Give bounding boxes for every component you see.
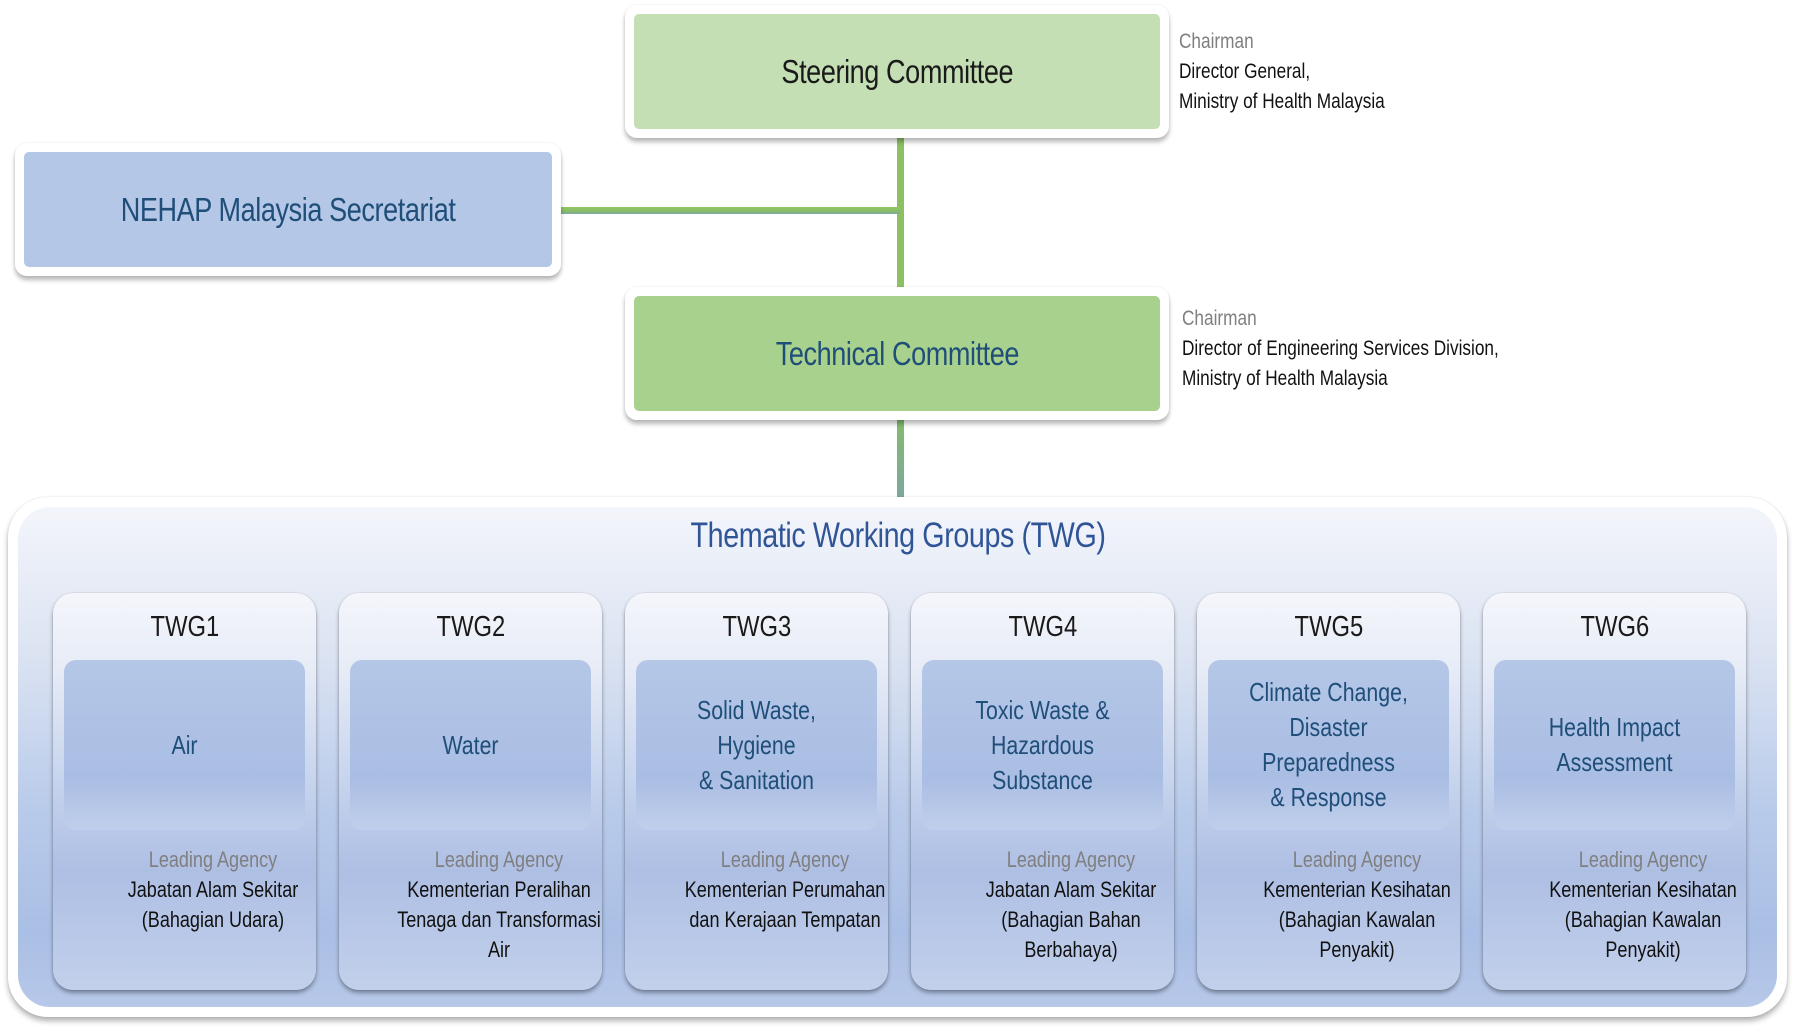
twg-card-title: TWG6: [1483, 611, 1746, 644]
twg-card-title: TWG2: [339, 611, 602, 644]
twg-id: TWG4: [1008, 611, 1077, 643]
twg-theme-box: Health Impact Assessment: [1494, 660, 1735, 830]
agency-name: Kementerian Peralihan Tenaga dan Transfo…: [397, 877, 601, 962]
twg-card-title: TWG3: [625, 611, 888, 644]
agency-label: Leading Agency: [720, 847, 850, 872]
steering-committee-fill: Steering Committee: [634, 14, 1160, 129]
twg-theme-box: Climate Change, Disaster Preparedness & …: [1208, 660, 1449, 830]
steering-chair-info: Chairman Director General, Ministry of H…: [1179, 27, 1385, 117]
agency-label: Leading Agency: [434, 847, 564, 872]
twg-title-text: Thematic Working Groups (TWG): [690, 516, 1106, 555]
twg-card: TWG5 Climate Change, Disaster Preparedne…: [1197, 593, 1460, 990]
connector-steering-to-technical: [897, 138, 904, 287]
secretariat-box: NEHAP Malaysia Secretariat: [15, 143, 561, 276]
agency-name: Jabatan Alam Sekitar (Bahagian Bahan Ber…: [985, 877, 1157, 962]
twg-agency: Leading Agency Kementerian Kesihatan (Ba…: [1197, 845, 1460, 965]
twg-theme: Solid Waste, Hygiene & Sanitation: [697, 694, 816, 795]
twg-id: TWG6: [1580, 611, 1649, 643]
twg-id: TWG2: [436, 611, 505, 643]
steering-chair-line2: Ministry of Health Malaysia: [1179, 90, 1385, 113]
steering-chair-role: Chairman: [1179, 30, 1254, 53]
agency-name: Jabatan Alam Sekitar (Bahagian Udara): [127, 877, 299, 932]
technical-committee-fill: Technical Committee: [634, 296, 1160, 411]
twg-card-title: TWG1: [53, 611, 316, 644]
technical-committee-label: Technical Committee: [775, 334, 1019, 372]
twg-theme: Water: [442, 729, 499, 760]
twg-theme: Climate Change, Disaster Preparedness & …: [1249, 677, 1408, 812]
agency-name: Kementerian Kesihatan (Bahagian Kawalan …: [1549, 877, 1737, 962]
connector-technical-to-twg: [897, 420, 904, 498]
twg-agency: Leading Agency Kementerian Peralihan Ten…: [339, 845, 602, 965]
twg-card: TWG4 Toxic Waste & Hazardous Substance L…: [911, 593, 1174, 990]
steering-committee-box: Steering Committee: [625, 5, 1169, 138]
twg-card: TWG6 Health Impact Assessment Leading Ag…: [1483, 593, 1746, 990]
twg-card-title: TWG4: [911, 611, 1174, 644]
connector-secretariat: [561, 207, 900, 214]
twg-agency: Leading Agency Kementerian Perumahan dan…: [625, 845, 888, 935]
secretariat-fill: NEHAP Malaysia Secretariat: [24, 152, 552, 267]
twg-theme-box: Solid Waste, Hygiene & Sanitation: [636, 660, 877, 830]
twg-card: TWG3 Solid Waste, Hygiene & Sanitation L…: [625, 593, 888, 990]
agency-name: Kementerian Perumahan dan Kerajaan Tempa…: [684, 877, 886, 932]
twg-theme-box: Toxic Waste & Hazardous Substance: [922, 660, 1163, 830]
twg-theme: Air: [171, 729, 198, 760]
twg-id: TWG5: [1294, 611, 1363, 643]
secretariat-label: NEHAP Malaysia Secretariat: [120, 190, 456, 228]
twg-theme-box: Air: [64, 660, 305, 830]
agency-label: Leading Agency: [1006, 847, 1136, 872]
twg-title: Thematic Working Groups (TWG): [0, 516, 1796, 556]
technical-committee-box: Technical Committee: [625, 287, 1169, 420]
twg-agency: Leading Agency Kementerian Kesihatan (Ba…: [1483, 845, 1746, 965]
technical-chair-role: Chairman: [1182, 307, 1257, 330]
twg-agency: Leading Agency Jabatan Alam Sekitar (Bah…: [911, 845, 1174, 965]
twg-card-title: TWG5: [1197, 611, 1460, 644]
twg-theme: Toxic Waste & Hazardous Substance: [975, 694, 1110, 795]
twg-card: TWG1 Air Leading Agency Jabatan Alam Sek…: [53, 593, 316, 990]
twg-card: TWG2 Water Leading Agency Kementerian Pe…: [339, 593, 602, 990]
agency-label: Leading Agency: [1292, 847, 1422, 872]
twg-id: TWG3: [722, 611, 791, 643]
twg-theme-box: Water: [350, 660, 591, 830]
steering-committee-label: Steering Committee: [781, 52, 1013, 90]
agency-label: Leading Agency: [1578, 847, 1708, 872]
agency-name: Kementerian Kesihatan (Bahagian Kawalan …: [1263, 877, 1451, 962]
twg-id: TWG1: [150, 611, 219, 643]
technical-chair-info: Chairman Director of Engineering Service…: [1182, 304, 1499, 394]
technical-chair-line1: Director of Engineering Services Divisio…: [1182, 337, 1499, 360]
steering-chair-line1: Director General,: [1179, 60, 1311, 83]
twg-theme: Health Impact Assessment: [1548, 712, 1681, 777]
agency-label: Leading Agency: [148, 847, 278, 872]
technical-chair-line2: Ministry of Health Malaysia: [1182, 367, 1388, 390]
twg-agency: Leading Agency Jabatan Alam Sekitar (Bah…: [53, 845, 316, 935]
